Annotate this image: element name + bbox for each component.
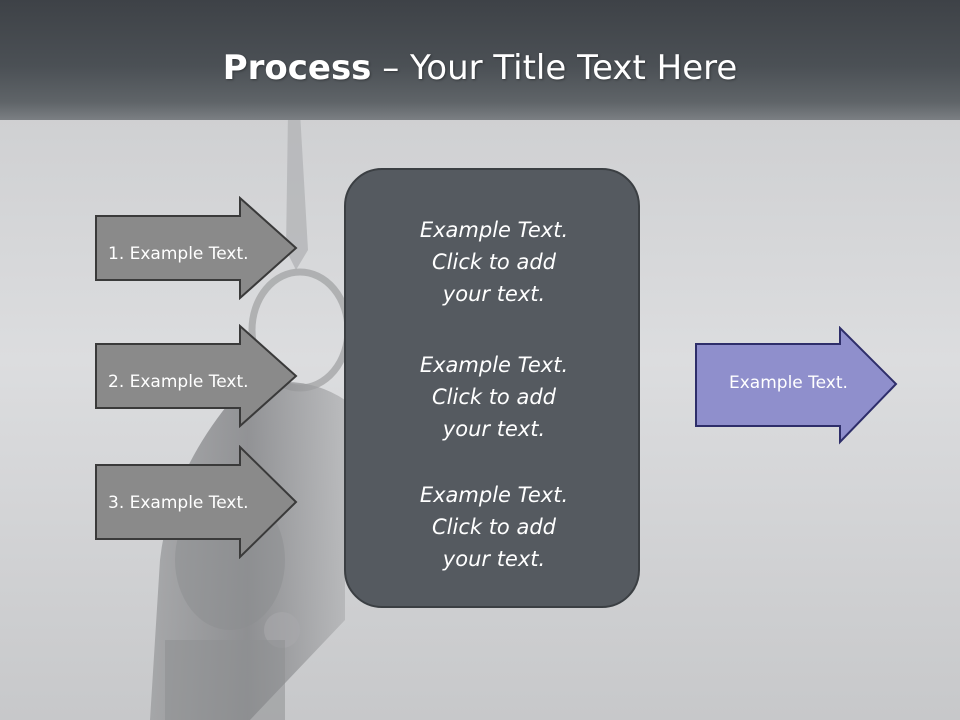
left-arrow-3[interactable]: [94, 445, 300, 559]
center-block-1-line-3: your text.: [442, 282, 546, 306]
title-bold: Process: [222, 48, 372, 88]
center-block-1-line-2: Click to add: [431, 250, 556, 274]
center-block-2-line-2: Click to add: [431, 385, 556, 409]
slide-title[interactable]: Process – Your Title Text Here: [0, 48, 960, 88]
right-arrow[interactable]: [694, 326, 900, 446]
left-arrow-1-label: 1. Example Text.: [108, 244, 249, 264]
center-block-1: Example Text. Click to add your text.: [346, 214, 642, 310]
center-block-3-line-2: Click to add: [431, 515, 556, 539]
center-block-2-line-3: your text.: [442, 417, 546, 441]
left-arrow-1[interactable]: [94, 196, 300, 300]
center-block-2: Example Text. Click to add your text.: [346, 349, 642, 445]
title-bar: [0, 0, 960, 120]
center-block-3-line-1: Example Text.: [419, 483, 569, 507]
center-text-box[interactable]: Example Text. Click to add your text. Ex…: [344, 168, 640, 608]
left-arrow-2-label: 2. Example Text.: [108, 372, 249, 392]
left-arrow-2[interactable]: [94, 324, 300, 428]
center-block-1-line-1: Example Text.: [419, 218, 569, 242]
title-rest: – Your Title Text Here: [371, 48, 738, 88]
center-block-3-line-3: your text.: [442, 547, 546, 571]
center-block-3: Example Text. Click to add your text.: [346, 479, 642, 575]
right-arrow-label: Example Text.: [729, 373, 848, 393]
center-block-2-line-1: Example Text.: [419, 353, 569, 377]
left-arrow-3-label: 3. Example Text.: [108, 493, 249, 513]
